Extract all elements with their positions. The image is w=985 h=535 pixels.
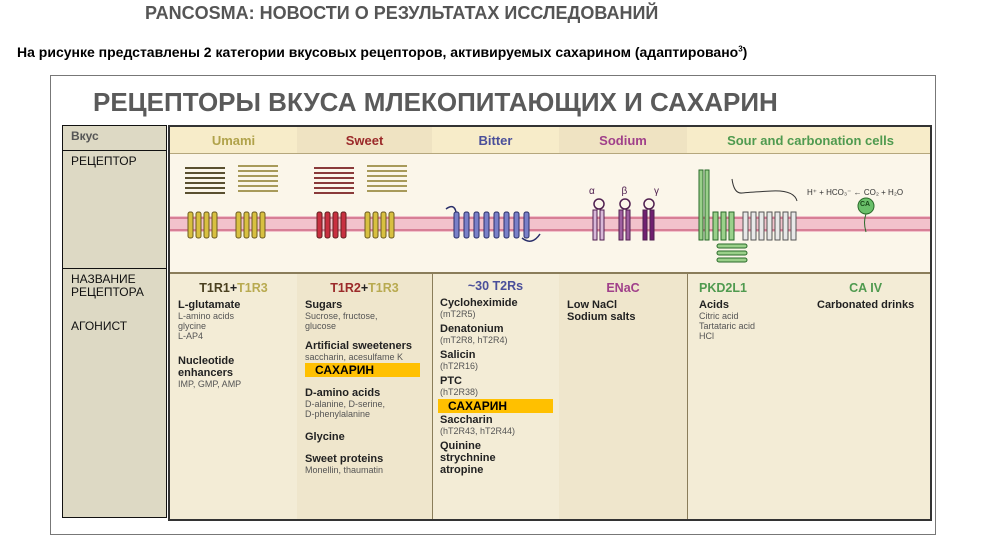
page-title: PANCOSMA: НОВОСТИ О РЕЗУЛЬТАТАХ ИССЛЕДОВ… [145,3,659,23]
receptor-umami [170,154,297,274]
row-label-receptor: РЕЦЕПТОР [62,150,167,269]
agonist-title: Sugars [305,299,343,311]
row-label-name: НАЗВАНИЕ РЕЦЕПТОРА [71,272,144,299]
receptor-name: ~30 T2Rs [467,279,524,293]
bitter-agonists: ~30 T2Rs Cycloheximide(mT2R5) Denatonium… [432,273,559,519]
sodium-agonists: ENaC Low NaCl Sodium salts [559,273,687,519]
agonist-sub: (hT2R38) [440,387,479,397]
receptor-name: T1R3 [237,281,268,295]
taste-header: Sour and carbonation cells [687,127,930,154]
agonist-title: Saccharin [440,414,493,426]
agonist-sub: saccharin, acesulfame K [305,352,404,362]
subunit-beta: β [621,186,628,197]
row-label-name-agonist: НАЗВАНИЕ РЕЦЕПТОРА АГОНИСТ [62,268,167,518]
agonist-title: Quinine strychnine atropine [440,440,496,476]
agonist-sub: D-phenylalanine [305,409,371,419]
subtitle-text: На рисунке представлены 2 категории вкус… [17,44,739,60]
agonist-sub: glycine [178,321,207,331]
agonist-title: Glycine [305,431,345,443]
subunit-alpha: α [589,186,595,197]
agonist-title: D-amino acids [305,387,381,399]
agonist-title: Nucleotide enhancers [178,355,235,379]
agonist-title: Salicin [440,349,476,361]
agonist-title: L-glutamate [178,299,241,311]
agonist-title: Sodium salts [567,311,636,323]
receptor-name: T1R2 [330,281,361,295]
subunit-gamma: γ [653,186,659,197]
subtitle: На рисунке представлены 2 категории вкус… [17,44,747,60]
agonist-sub: HCl [699,331,714,341]
taste-header: Sodium [559,127,687,154]
agonist-title: Cycloheximide [440,297,518,309]
agonist-sub: (hT2R43, hT2R44) [440,426,516,436]
receptor-name: PKD2L1 [699,281,747,295]
receptor-name: T1R1 [199,281,230,295]
reaction-label: H⁺ + HCO₃⁻ ← CO₂ + H₂O [807,188,904,197]
taste-header: Umami [170,127,297,154]
plus: + [229,281,238,295]
agonist-sub: Tartataric acid [699,321,756,331]
row-label-taste: Вкус [62,125,167,151]
agonist-sub: (hT2R16) [440,361,479,371]
agonist-title: Acids [699,299,729,311]
agonist-sub: (mT2R8, hT2R4) [440,335,508,345]
subtitle-close: ) [742,44,748,60]
receptor-name: ENaC [606,281,640,295]
agonist-title: PTC [440,375,462,387]
slide-title: РЕЦЕПТОРЫ ВКУСА МЛЕКОПИТАЮЩИХ И САХАРИН [93,87,778,117]
agonist-sub: IMP, GMP, AMP [178,379,242,389]
agonist-sub: Citric acid [699,311,739,321]
agonist-title: Low NaCl [567,299,618,311]
agonist-title: Sweet proteins [305,453,384,465]
receptor-name: CA IV [849,281,883,295]
column-sodium: Sodium α β γ ENaC Low NaCl Sodium salts [559,127,688,519]
receptor-sweet [297,154,432,274]
receptor-sour: H⁺ + HCO₃⁻ ← CO₂ + H₂O CA [687,154,930,274]
agonist-sub: (mT2R5) [440,309,476,319]
agonist-sub: L-AP4 [178,331,204,341]
column-sour: Sour and carbonation cells H⁺ + HCO₃⁻ ← … [687,127,930,519]
receptor-name: T1R3 [368,281,399,295]
plus: + [360,281,369,295]
receptor-sodium: α β γ [559,154,687,274]
agonist-sub: Monellin, thaumatin [305,465,384,475]
enzyme-label: CA [860,201,871,208]
agonist-sub: glucose [305,321,337,331]
taste-header: Bitter [432,127,559,154]
agonist-title: Denatonium [440,323,504,335]
saccharin-highlight-sweet: САХАРИН [305,363,420,377]
agonist-sub: Sucrose, fructose, [305,311,378,321]
taste-header: Sweet [297,127,432,154]
column-bitter: Bitter ~30 T2Rs Cycloheximide(mT2R5) Den… [432,127,560,519]
agonist-title: Carbonated drinks [817,299,915,311]
receptor-bitter [432,154,559,274]
agonist-title: Artificial sweeteners [305,340,412,352]
subtitle-sup: 3 [738,44,743,54]
row-label-agonist: АГОНИСТ [71,319,128,333]
agonist-sub: L-amino acids [178,311,235,321]
saccharin-highlight-bitter: САХАРИН [438,399,553,413]
agonist-sub: D-alanine, D-serine, [305,399,386,409]
